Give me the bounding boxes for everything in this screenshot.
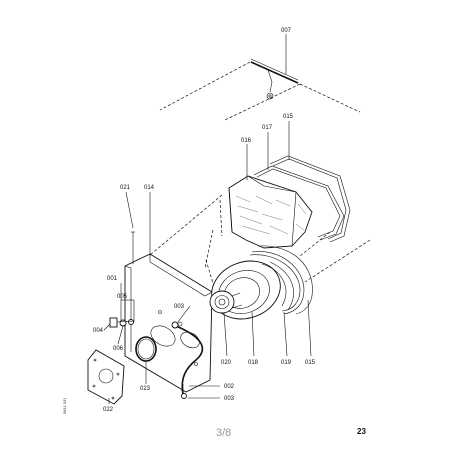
figure-code: 0811 031	[62, 397, 67, 414]
assembly-guide-lines	[149, 61, 371, 291]
part-015-gasket	[269, 155, 351, 243]
label-002: 002	[224, 384, 235, 390]
label-003-lower: 003	[224, 396, 235, 402]
label-007: 007	[281, 28, 292, 34]
filter-texture	[235, 195, 307, 235]
label-015-top: 015	[283, 114, 294, 120]
part-007-bracket	[250, 40, 299, 100]
part-022-plate	[87, 349, 125, 405]
label-023: 023	[140, 386, 151, 392]
part-020-impeller	[209, 290, 243, 314]
label-022: 022	[103, 407, 114, 413]
part-016-filter	[228, 175, 313, 249]
label-016: 016	[241, 138, 252, 144]
label-006: 006	[113, 346, 124, 352]
label-003-upper: 003	[174, 304, 185, 310]
label-015-bottom: 015	[305, 360, 316, 366]
page-number: 23	[357, 427, 366, 436]
part-labels: 007 016 017 015 021 014 001 005 003 004 …	[93, 28, 316, 413]
part-014-mounting-plate	[124, 253, 213, 393]
page-indicator: 3/8	[216, 427, 231, 439]
part-018-fan-housing	[211, 260, 294, 320]
label-005: 005	[117, 294, 128, 300]
label-004: 004	[93, 328, 104, 334]
part-021-screw	[125, 191, 135, 264]
part-017-frame	[253, 165, 345, 241]
label-021: 021	[120, 185, 131, 191]
label-019: 019	[281, 360, 292, 366]
label-017: 017	[262, 125, 273, 131]
leader-lines	[103, 34, 312, 404]
label-020: 020	[221, 360, 232, 366]
label-001: 001	[107, 276, 118, 282]
label-014: 014	[144, 185, 155, 191]
label-018: 018	[248, 360, 259, 366]
part-003-cable	[171, 321, 203, 399]
